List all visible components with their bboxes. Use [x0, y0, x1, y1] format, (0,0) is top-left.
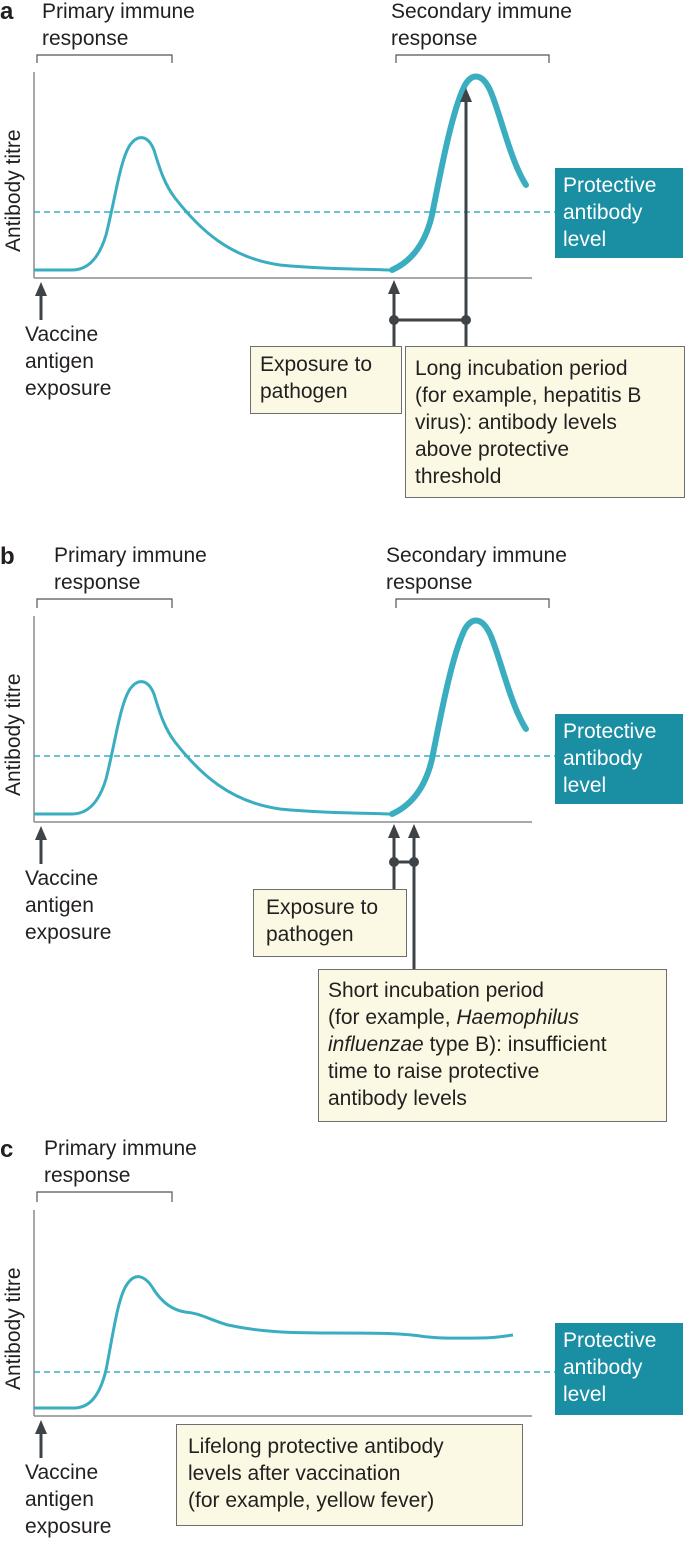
y-axis-label: Antibody titre [2, 1267, 25, 1390]
vaccine-exposure-label: Vaccine antigen exposure [25, 867, 112, 944]
primary-response-label: Primary immune response [44, 1137, 197, 1187]
panel-b-graph [33, 598, 555, 970]
short-incubation-note: Short incubation period (for example, Ha… [318, 969, 667, 1122]
exposure-to-pathogen-box: Exposure to pathogen [250, 346, 402, 414]
vaccine-exposure-label: Vaccine antigen exposure [25, 1461, 112, 1538]
secondary-response-label: Secondary immune response [391, 0, 572, 50]
secondary-response-label: Secondary immune response [386, 544, 567, 594]
protective-level-box: Protective antibody level [555, 1323, 683, 1415]
vaccine-exposure-label: Vaccine antigen exposure [25, 323, 112, 400]
protective-level-box: Protective antibody level [555, 714, 683, 804]
exposure-to-pathogen-box: Exposure to pathogen [253, 889, 407, 957]
panel-a-graph [33, 54, 555, 346]
panel-label-c: c [0, 1136, 14, 1163]
primary-response-label: Primary immune response [42, 0, 195, 50]
long-incubation-note: Long incubation period (for example, hep… [405, 346, 685, 498]
protective-level-box: Protective antibody level [555, 168, 683, 258]
panel-label-a: a [0, 0, 14, 25]
lifelong-protection-note: Lifelong protective antibody levels afte… [176, 1424, 523, 1526]
panel-label-b: b [0, 543, 15, 570]
primary-response-label: Primary immune response [54, 544, 207, 594]
